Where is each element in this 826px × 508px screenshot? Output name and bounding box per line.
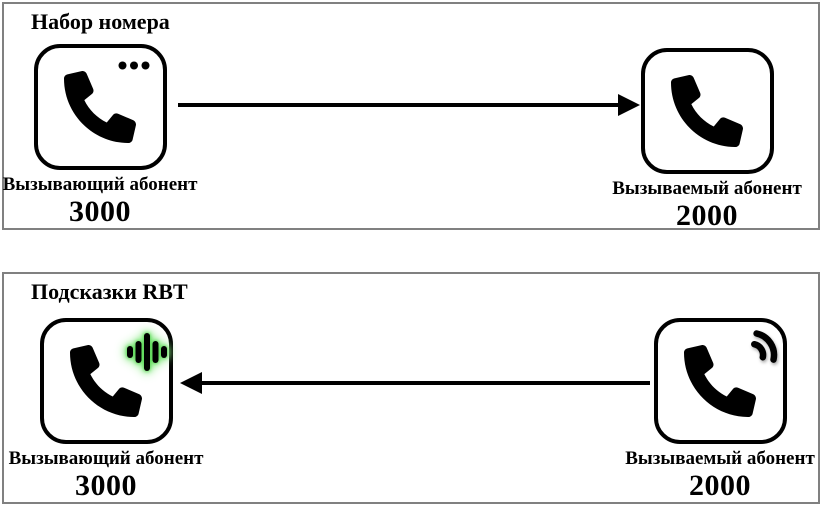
caller-number: 3000 xyxy=(69,194,131,228)
phone-handset-icon xyxy=(70,345,142,417)
caller-phone-box xyxy=(39,318,173,444)
ringing-waves-icon xyxy=(750,330,777,363)
panel-dialing: Набор номера Вызывающий абонент 3000 Выз… xyxy=(2,2,820,230)
panel-title-rbt: Подсказки RBT xyxy=(31,279,188,304)
callee-phone-box xyxy=(640,48,774,174)
caller-phone-box xyxy=(33,44,167,170)
callee-phone-box xyxy=(653,318,787,444)
call-arrow-left xyxy=(180,372,650,394)
callee-number: 2000 xyxy=(689,468,751,502)
callee-label: Вызываемый абонент xyxy=(625,448,815,469)
callee-number: 2000 xyxy=(676,198,738,232)
phone-handset-icon xyxy=(671,75,743,147)
caller-node: Вызывающий абонент 3000 xyxy=(0,44,200,227)
callee-node: Вызываемый абонент 2000 xyxy=(607,48,807,231)
panel-rbt: Подсказки RBT Вызывающий абонент 3000 xyxy=(2,272,820,504)
callee-node: Вызываемый абонент 2000 xyxy=(620,318,820,501)
callee-label: Вызываемый абонент xyxy=(612,178,802,199)
caller-number: 3000 xyxy=(75,468,137,502)
caller-node: Вызывающий абонент 3000 xyxy=(6,318,206,501)
call-arrow-right xyxy=(178,94,640,116)
panel-title-dialing: Набор номера xyxy=(31,9,170,34)
caller-label: Вызывающий абонент xyxy=(8,448,204,469)
caller-label: Вызывающий абонент xyxy=(2,174,198,195)
phone-handset-icon xyxy=(684,345,756,417)
dialing-dots-icon xyxy=(118,61,149,70)
phone-handset-icon xyxy=(64,71,136,143)
rbt-audio-icon xyxy=(126,333,167,371)
